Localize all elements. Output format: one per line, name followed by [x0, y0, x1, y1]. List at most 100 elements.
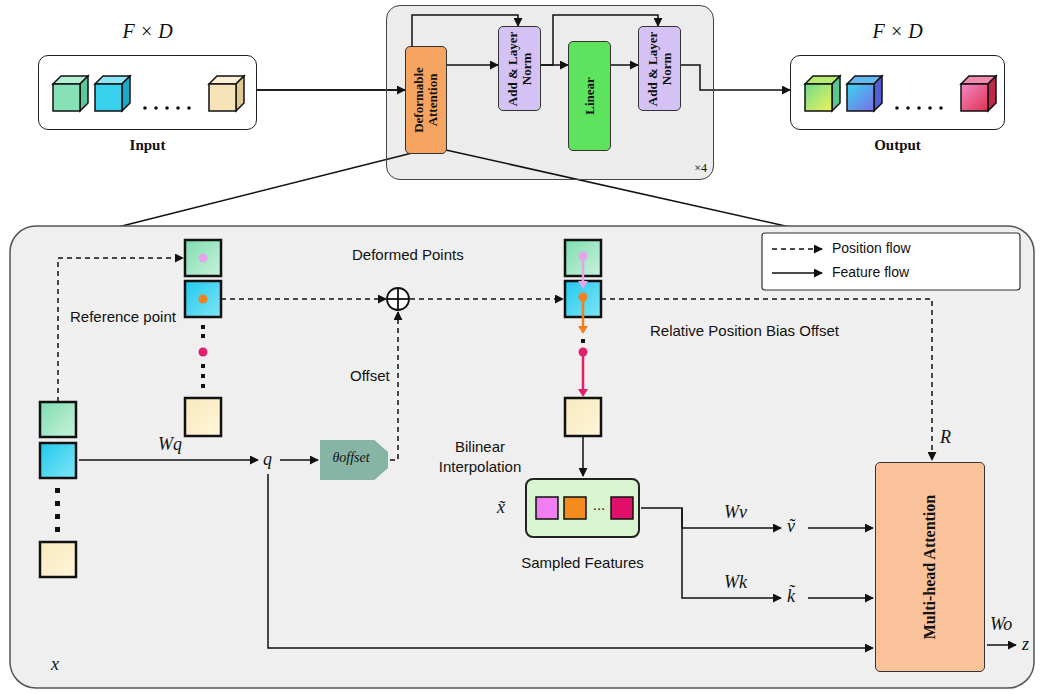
token-cubes: [80, 76, 88, 111]
reference-points: [185, 240, 221, 436]
feature-flow: [641, 508, 781, 528]
annotation: Bilinear Interpolation: [425, 437, 535, 478]
annotation: Deformed Points: [352, 246, 464, 263]
token-cubes: [961, 84, 988, 111]
input-tokens: [40, 542, 76, 577]
position-flow: [221, 298, 386, 300]
legend-frame: [772, 248, 822, 250]
deformed-points: [582, 300, 585, 327]
deformed-points: [565, 398, 601, 436]
position-flow: [410, 298, 563, 300]
weight-symbol: Wo: [990, 614, 1012, 635]
annotation: Relative Position Bias Offset: [650, 322, 839, 339]
token-cubes: [832, 76, 840, 111]
input-box: F × DInput: [38, 55, 257, 130]
feature-squares: [527, 480, 642, 540]
sum-symbol: [387, 288, 409, 310]
input-tokens: [40, 402, 76, 437]
token-cubes: [122, 76, 130, 111]
feature-flow: [987, 644, 1016, 646]
reference-points: [199, 348, 208, 357]
flow-arrow: [257, 15, 518, 90]
legend-frame: [762, 233, 1020, 290]
legend-frame: [762, 233, 1020, 290]
position-flow: [381, 312, 398, 460]
zoom-line: [446, 150, 790, 227]
box-label: Add & Layer Norm: [645, 31, 674, 106]
block-fill: [386, 5, 714, 180]
token-cubes: [236, 76, 244, 111]
box-label: Linear: [582, 46, 596, 146]
variable-symbol: q: [263, 449, 272, 470]
token-cubes: [917, 106, 921, 110]
feature-flow: [582, 437, 584, 476]
token-cubes: [143, 106, 147, 110]
reference-points: [201, 334, 205, 338]
attention-box: Multi-head Attention: [875, 462, 985, 672]
token-cubes: [906, 106, 910, 110]
token-cubes: [939, 106, 943, 110]
variable-symbol: z: [1022, 634, 1029, 655]
token-cubes: [176, 106, 180, 110]
box-label: Deformable Attention: [412, 51, 441, 149]
sum-symbol: [397, 288, 399, 310]
variable-symbol: R: [940, 427, 951, 448]
reference-points: [199, 254, 208, 263]
variable-symbol: x̃: [497, 497, 505, 518]
deformed-points: [582, 355, 585, 390]
weight-symbol: Wk: [724, 572, 747, 593]
deformed-points: [578, 389, 588, 397]
legend-text: Feature flow: [832, 264, 909, 280]
reference-points: [185, 281, 221, 317]
token-cubes: [95, 84, 122, 111]
weight-symbol: Wv: [724, 502, 747, 523]
token-cubes: [895, 106, 899, 110]
dimension-label: F × D: [19, 20, 276, 43]
linear-box: Linear: [568, 41, 611, 151]
legend-frame: [772, 272, 822, 274]
variable-symbol: x: [51, 654, 59, 675]
token-cubes: [805, 84, 832, 111]
token-cubes: [154, 106, 158, 110]
box-label: Multi-head Attention: [921, 467, 939, 667]
ellipsis: ...: [588, 496, 610, 513]
reference-points: [201, 364, 205, 368]
annotation: Offset: [350, 367, 390, 384]
sampled-features-box: ...Sampled Features: [525, 478, 640, 538]
norm-box: Add & Layer Norm: [638, 26, 681, 111]
feature-squares: [611, 497, 633, 519]
deformed-points: [578, 326, 588, 334]
token-cubes: [791, 56, 1006, 131]
box-label: Add & Layer Norm: [505, 31, 534, 106]
network-label: θoffset: [320, 450, 382, 466]
weight-symbol: Wq: [158, 434, 182, 455]
reference-points: [201, 374, 205, 378]
ellipsis-dots: [55, 488, 60, 493]
detail-panel: [10, 226, 1034, 688]
token-cubes: [187, 106, 191, 110]
reference-points: [201, 384, 205, 388]
token-cubes: [209, 84, 236, 111]
token-cubes: [874, 76, 882, 111]
annotation: Reference point: [70, 308, 176, 325]
ellipsis-dots: [55, 527, 60, 532]
reference-points: [185, 398, 221, 436]
reference-points: [201, 325, 205, 329]
token-cubes: [39, 56, 258, 131]
token-cubes: [165, 106, 169, 110]
token-cubes: [53, 84, 80, 111]
flow-arrow: [447, 64, 498, 66]
ellipsis-dots: [55, 488, 60, 532]
variable-symbol: ṽ: [787, 516, 795, 537]
feature-flow: [79, 459, 258, 461]
feature-flow: [808, 527, 873, 529]
attention-box: Deformable Attention: [405, 46, 447, 154]
feature-squares: [564, 497, 586, 519]
ellipsis-dots: [55, 514, 60, 519]
offset-shape: [320, 440, 388, 480]
box-caption: Sampled Features: [487, 554, 678, 571]
reference-points: [185, 240, 221, 276]
input-tokens: [40, 443, 76, 478]
position-flow: [58, 258, 932, 460]
